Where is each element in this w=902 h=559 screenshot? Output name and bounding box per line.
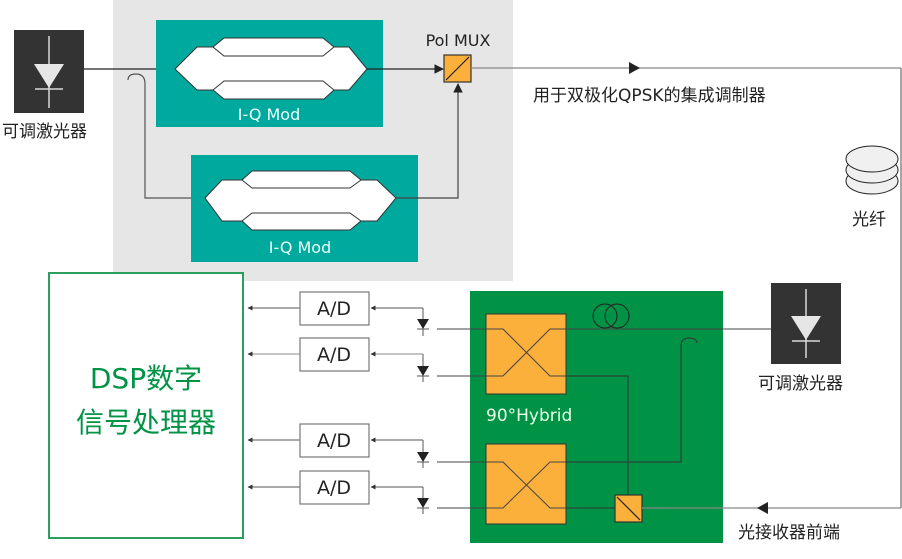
iq-mod-bottom-label: I-Q Mod (269, 238, 332, 257)
rx-front-end-label: 光接收器前端 (738, 523, 840, 543)
rx-laser (771, 283, 841, 364)
iq-mod-top-label: I-Q Mod (238, 105, 301, 124)
adc-3: A/D (247, 423, 429, 468)
dsp-box (48, 272, 244, 539)
integrated-modulator-label: 用于双极化QPSK的集成调制器 (533, 86, 766, 106)
adc-3-label: A/D (317, 430, 351, 452)
pol-beam-splitter (614, 494, 643, 523)
split-waveguide (127, 73, 205, 199)
incoming-arrow-icon (757, 502, 768, 514)
fiber-coil-icon (592, 303, 630, 329)
iq-modulator-top: I-Q Mod (156, 20, 383, 127)
diode-icon (791, 316, 821, 340)
direction-arrow-icon (629, 62, 640, 74)
diode-icon (34, 64, 64, 88)
adc-1: A/D (247, 291, 429, 336)
rx-laser-label: 可调激光器 (758, 374, 843, 394)
dsp-label-line1: DSP数字 (90, 362, 202, 395)
pol-mux (443, 54, 472, 83)
adc-4-label: A/D (317, 477, 351, 499)
hybrid-label: 90°Hybrid (486, 406, 572, 426)
hybrid-top (485, 313, 567, 395)
iq-modulator-bottom: I-Q Mod (191, 155, 418, 262)
fiber-spool-icon (845, 145, 899, 195)
adc-1-label: A/D (317, 298, 351, 320)
tx-laser-label: 可调激光器 (2, 122, 87, 142)
adc-2: A/D (247, 337, 429, 382)
pol-mux-label: Pol MUX (426, 31, 491, 50)
hybrid-bottom (485, 443, 567, 525)
adc-4: A/D (247, 470, 429, 514)
adc-2-label: A/D (317, 344, 351, 366)
fiber-label: 光纤 (852, 210, 886, 230)
tx-laser (14, 30, 84, 113)
dsp-label-line2: 信号处理器 (76, 406, 216, 439)
